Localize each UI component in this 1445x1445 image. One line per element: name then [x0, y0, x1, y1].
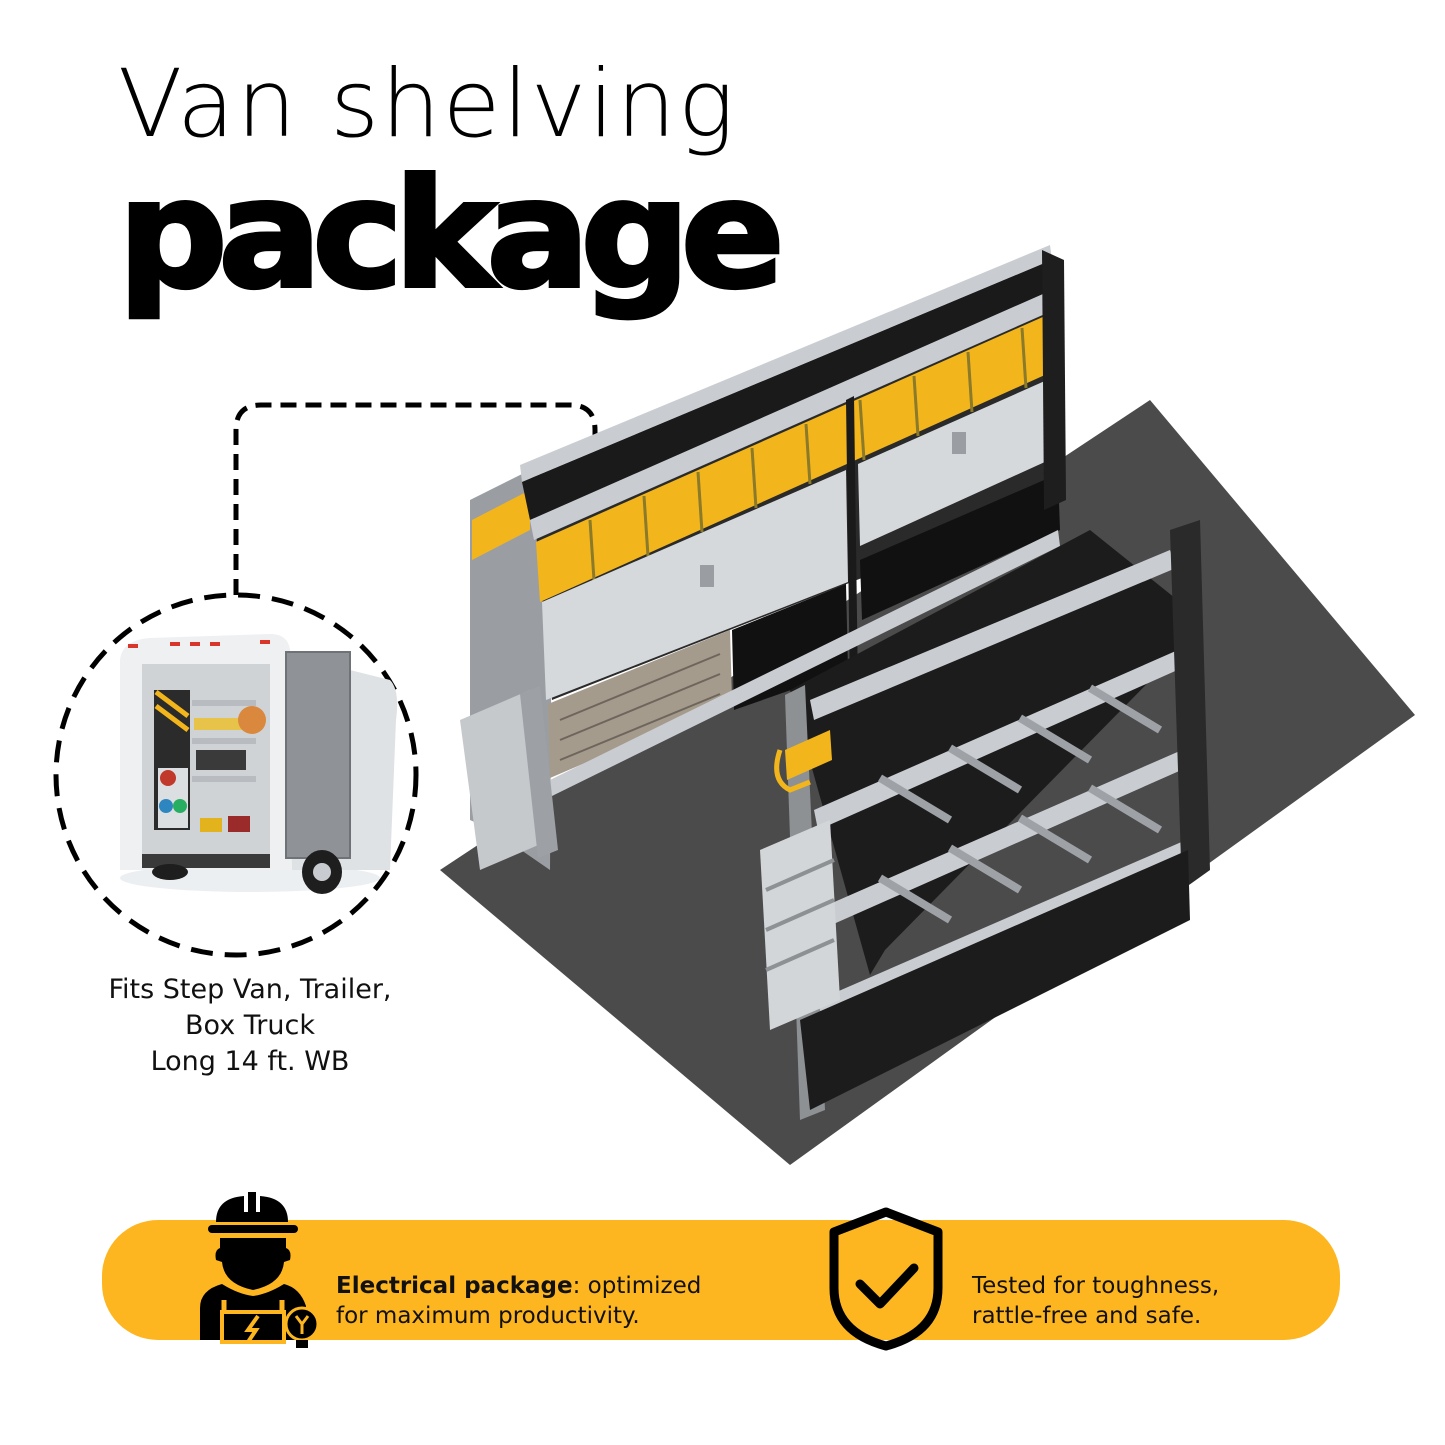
page-title-line2: package	[116, 148, 787, 322]
caption-line-3: Long 14 ft. WB	[150, 1046, 350, 1077]
page-title-line1: Van shelving	[118, 50, 737, 159]
feature-tested-text: Tested for toughness, rattle-free and sa…	[972, 1271, 1219, 1331]
feature-electrical-bold: Electrical package	[336, 1273, 573, 1299]
feature-electrical-text: Electrical package: optimized for maximu…	[336, 1271, 701, 1331]
trailer-photo	[120, 634, 398, 894]
caption-line-1: Fits Step Van, Trailer,	[108, 974, 392, 1005]
feature-tested-line2: rattle-free and safe.	[972, 1303, 1202, 1329]
electrician-worker-icon	[200, 1192, 320, 1348]
feature-tested-line1: Tested for toughness,	[972, 1273, 1220, 1299]
inset-dashed-circle	[53, 592, 419, 958]
fits-vehicles-caption: Fits Step Van, Trailer, Box Truck Long 1…	[60, 972, 440, 1080]
feature-electrical-line1: : optimized	[572, 1273, 702, 1299]
van-shelving-render	[440, 245, 1415, 1165]
caption-line-2: Box Truck	[185, 1010, 315, 1041]
feature-electrical-line2: for maximum productivity.	[336, 1303, 640, 1329]
shield-check-icon	[829, 1207, 943, 1351]
